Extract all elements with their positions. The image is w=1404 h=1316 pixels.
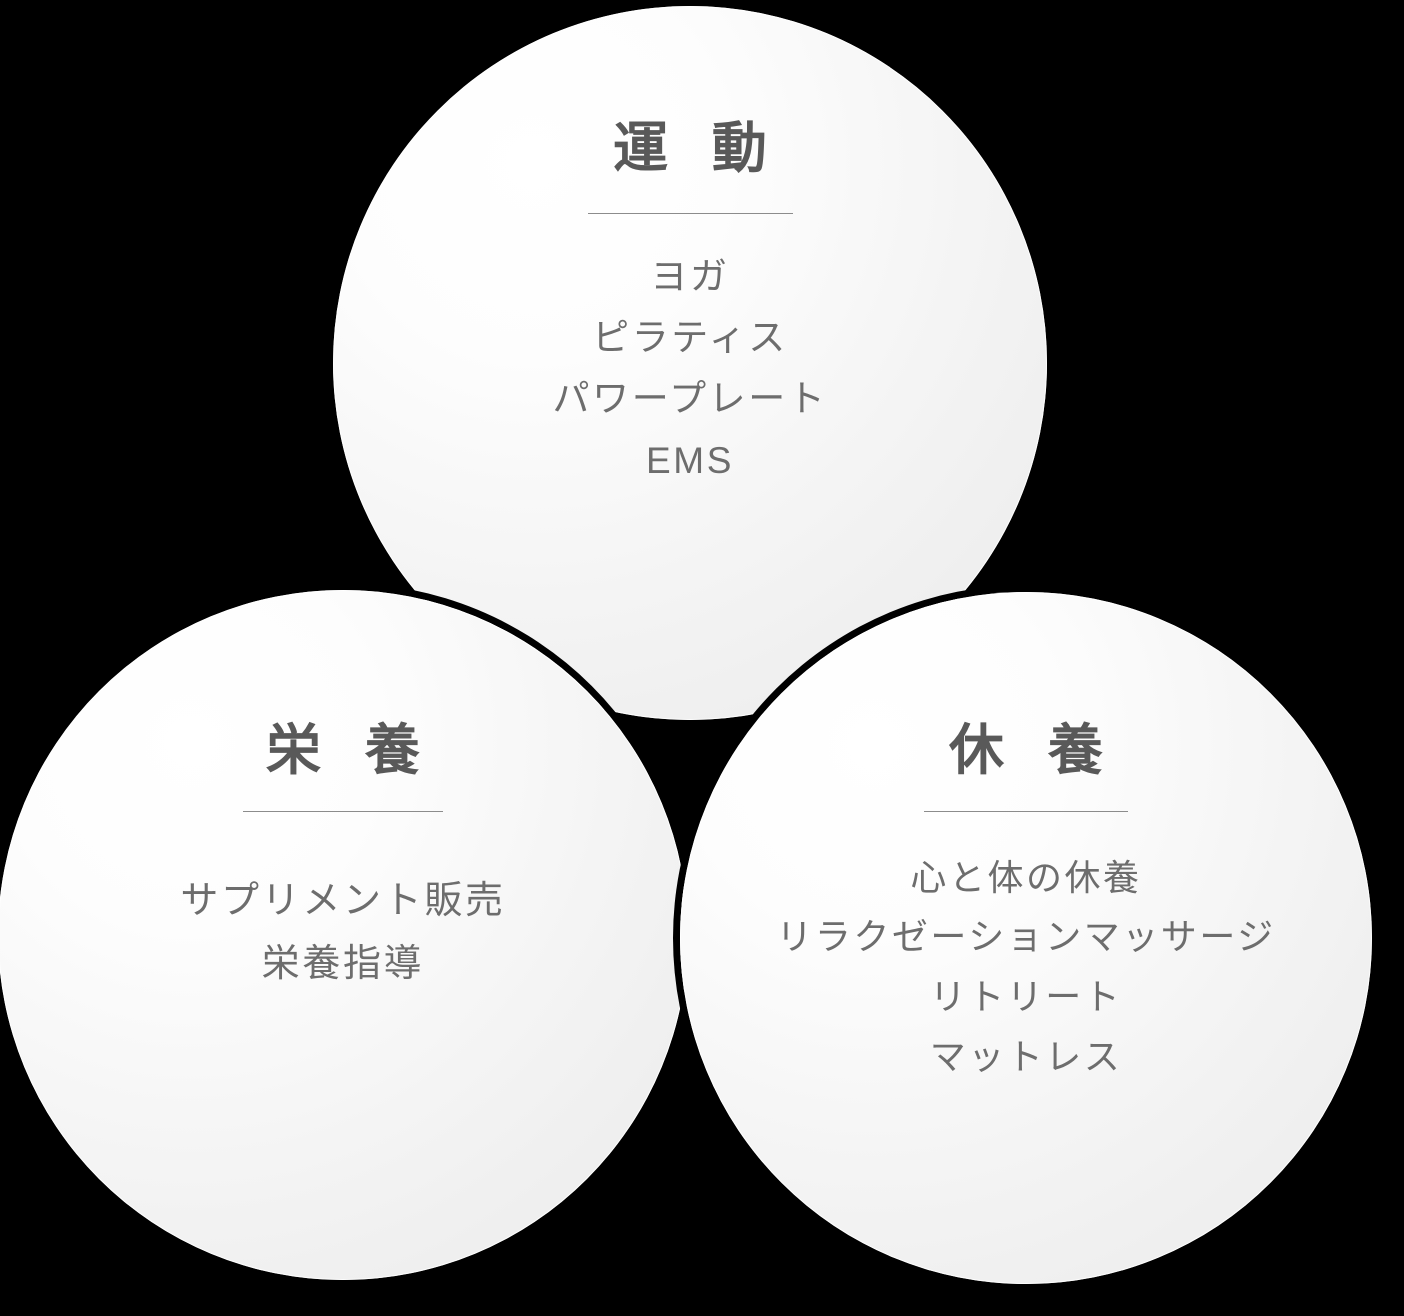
list-item: 栄養指導 — [261, 942, 425, 985]
title-divider — [243, 810, 443, 812]
circle-card-rest[interactable]: 休 養 心と体の休養 リラクゼーションマッサージ リトリート マットレス — [680, 592, 1372, 1284]
list-item: 心と体の休養 — [910, 856, 1142, 898]
circle-item-list-rest: 心と体の休養 リラクゼーションマッサージ リトリート マットレス — [776, 848, 1275, 1087]
circle-item-list-exercise: ヨガ ピラティス パワープレート EMS — [553, 246, 828, 492]
circle-title-exercise: 運 動 — [613, 117, 782, 179]
list-item: ピラティス — [592, 316, 788, 358]
title-divider — [587, 212, 793, 214]
list-item: ヨガ — [650, 255, 730, 297]
list-item: マットレス — [929, 1035, 1123, 1077]
circle-item-list-nutrition: サプリメント販売 栄養指導 — [180, 870, 505, 996]
circle-title-nutrition: 栄 養 — [266, 719, 435, 781]
list-item: サプリメント販売 — [180, 879, 506, 922]
list-item: パワープレート — [552, 378, 828, 420]
circle-card-nutrition[interactable]: 栄 養 サプリメント販売 栄養指導 — [0, 590, 688, 1280]
title-divider — [924, 810, 1128, 812]
list-item: リトリート — [929, 976, 1123, 1017]
list-item: リラクゼーションマッサージ — [776, 916, 1276, 958]
circle-card-exercise[interactable]: 運 動 ヨガ ピラティス パワープレート EMS — [333, 6, 1047, 720]
list-item: EMS — [646, 439, 734, 481]
circle-title-rest: 休 養 — [949, 719, 1118, 781]
